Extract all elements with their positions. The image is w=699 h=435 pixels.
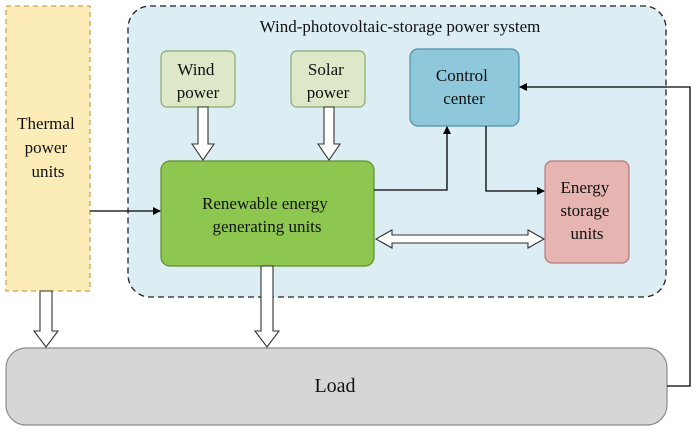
- arrow-renewable-to-load: [253, 265, 281, 348]
- line-control-to-storage: [485, 126, 545, 195]
- system-title: Wind-photovoltaic-storage power system: [260, 17, 541, 36]
- control-center-box: [409, 48, 520, 127]
- renewable-generating-units-box: [160, 160, 375, 267]
- energy-storage-units-box: [544, 160, 630, 264]
- thermal-power-units-label: Thermal power units: [17, 114, 79, 181]
- load-label: Load: [314, 375, 355, 397]
- solar-power-label: Solar power: [307, 60, 350, 102]
- wind-power-label: Wind power: [177, 60, 220, 102]
- arrow-renewable-storage-bidirectional: [374, 229, 546, 249]
- arrow-solar-to-renewable: [316, 106, 342, 161]
- renewable-generating-units-label: Renewable energy generating units: [202, 194, 332, 236]
- line-renewable-to-control: [374, 126, 451, 191]
- control-center-label: Control center: [436, 66, 492, 108]
- thermal-power-units-box: [5, 5, 91, 292]
- arrow-thermal-to-load: [32, 290, 60, 348]
- line-load-to-control: [519, 83, 691, 387]
- arrow-wind-to-renewable: [190, 106, 216, 161]
- energy-storage-units-label: Energy storage units: [560, 178, 613, 243]
